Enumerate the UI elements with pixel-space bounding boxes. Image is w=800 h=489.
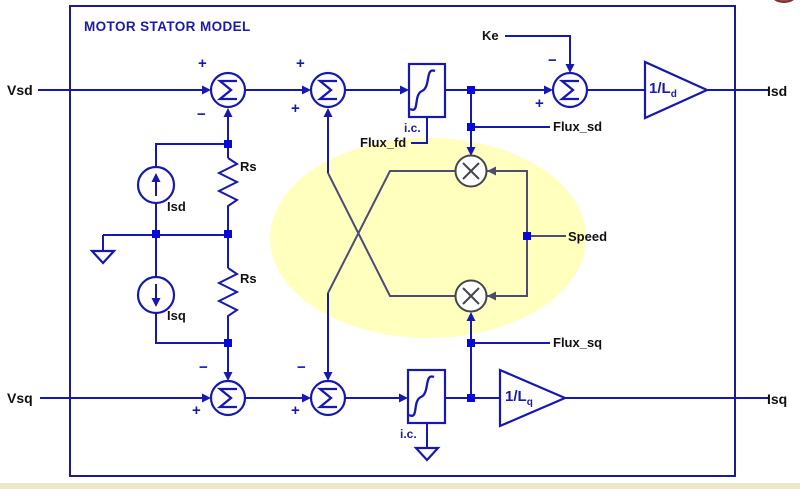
sum-block-d2[interactable] xyxy=(309,71,347,109)
sum-block-d3[interactable] xyxy=(551,71,589,109)
signal-label-flux-sd: Flux_sd xyxy=(553,119,603,134)
resistor-label-rs-top: Rs xyxy=(240,159,257,174)
wire-junction-nodes xyxy=(152,86,531,402)
integrator-block-q[interactable] xyxy=(406,368,447,425)
resistor-rs-bottom[interactable] xyxy=(216,267,240,322)
sum-d2-sign-bottom: + xyxy=(291,100,300,117)
source-label-isd: Isd xyxy=(167,199,186,214)
record-dot xyxy=(774,0,794,3)
gain-top-base: 1/L xyxy=(649,80,671,97)
gain-bottom-sub: q xyxy=(526,397,533,408)
port-label-vsd: Vsd xyxy=(7,82,33,98)
gain-top-sub: d xyxy=(670,89,677,100)
signal-label-flux-fd: Flux_fd xyxy=(360,135,407,150)
sum-d2-sign-left: + xyxy=(296,55,305,72)
ground-symbol-left[interactable] xyxy=(89,249,117,265)
arrowheads xyxy=(202,64,575,403)
port-label-isq: Isq xyxy=(767,391,788,407)
sum-q1-sign-left: + xyxy=(192,402,201,419)
diagram-title: MOTOR STATOR MODEL xyxy=(84,19,251,34)
signal-label-ke: Ke xyxy=(482,28,499,43)
signal-label-flux-sq: Flux_sq xyxy=(553,335,603,350)
current-source-isq[interactable] xyxy=(136,275,176,315)
sum-q2-sign-top: − xyxy=(297,359,306,376)
initial-condition-label-top: i.c. xyxy=(404,121,421,135)
gain-label-1Ld: 1/Ld xyxy=(649,80,677,100)
multiplier-block-bottom[interactable] xyxy=(454,279,488,313)
sum-d3-sign-top: − xyxy=(548,52,557,69)
sum-d1-sign-left: + xyxy=(198,55,207,72)
multiplier-block-top[interactable] xyxy=(454,154,488,188)
page-strip xyxy=(0,483,800,489)
sum-d1-sign-bottom: − xyxy=(197,106,206,123)
resistor-label-rs-bottom: Rs xyxy=(240,271,257,286)
sum-block-d1[interactable] xyxy=(209,71,247,109)
sum-block-q2[interactable] xyxy=(309,379,347,417)
gain-label-1Lq: 1/Lq xyxy=(505,388,533,408)
source-label-isq: Isq xyxy=(167,308,186,323)
resistor-rs-top[interactable] xyxy=(216,157,240,212)
sum-q1-sign-top: − xyxy=(199,359,208,376)
integrator-block-d[interactable] xyxy=(407,62,447,119)
sum-block-q1[interactable] xyxy=(209,379,247,417)
highlight-ellipse xyxy=(270,138,586,338)
sum-d3-sign-left: + xyxy=(535,95,544,112)
signal-label-speed: Speed xyxy=(568,229,608,244)
current-source-isd[interactable] xyxy=(136,165,176,205)
initial-condition-label-bottom: i.c. xyxy=(400,427,417,441)
gain-bottom-base: 1/L xyxy=(505,388,527,405)
port-label-isd: Isd xyxy=(767,83,788,99)
subsystem-border xyxy=(69,5,736,477)
gain-block-1Ld[interactable] xyxy=(643,60,710,120)
wires-electrical xyxy=(38,35,768,448)
sum-q2-sign-left: + xyxy=(291,402,300,419)
ground-symbol-bottom[interactable] xyxy=(413,446,441,462)
port-label-vsq: Vsq xyxy=(7,390,33,406)
gain-block-1Lq[interactable] xyxy=(498,368,568,428)
